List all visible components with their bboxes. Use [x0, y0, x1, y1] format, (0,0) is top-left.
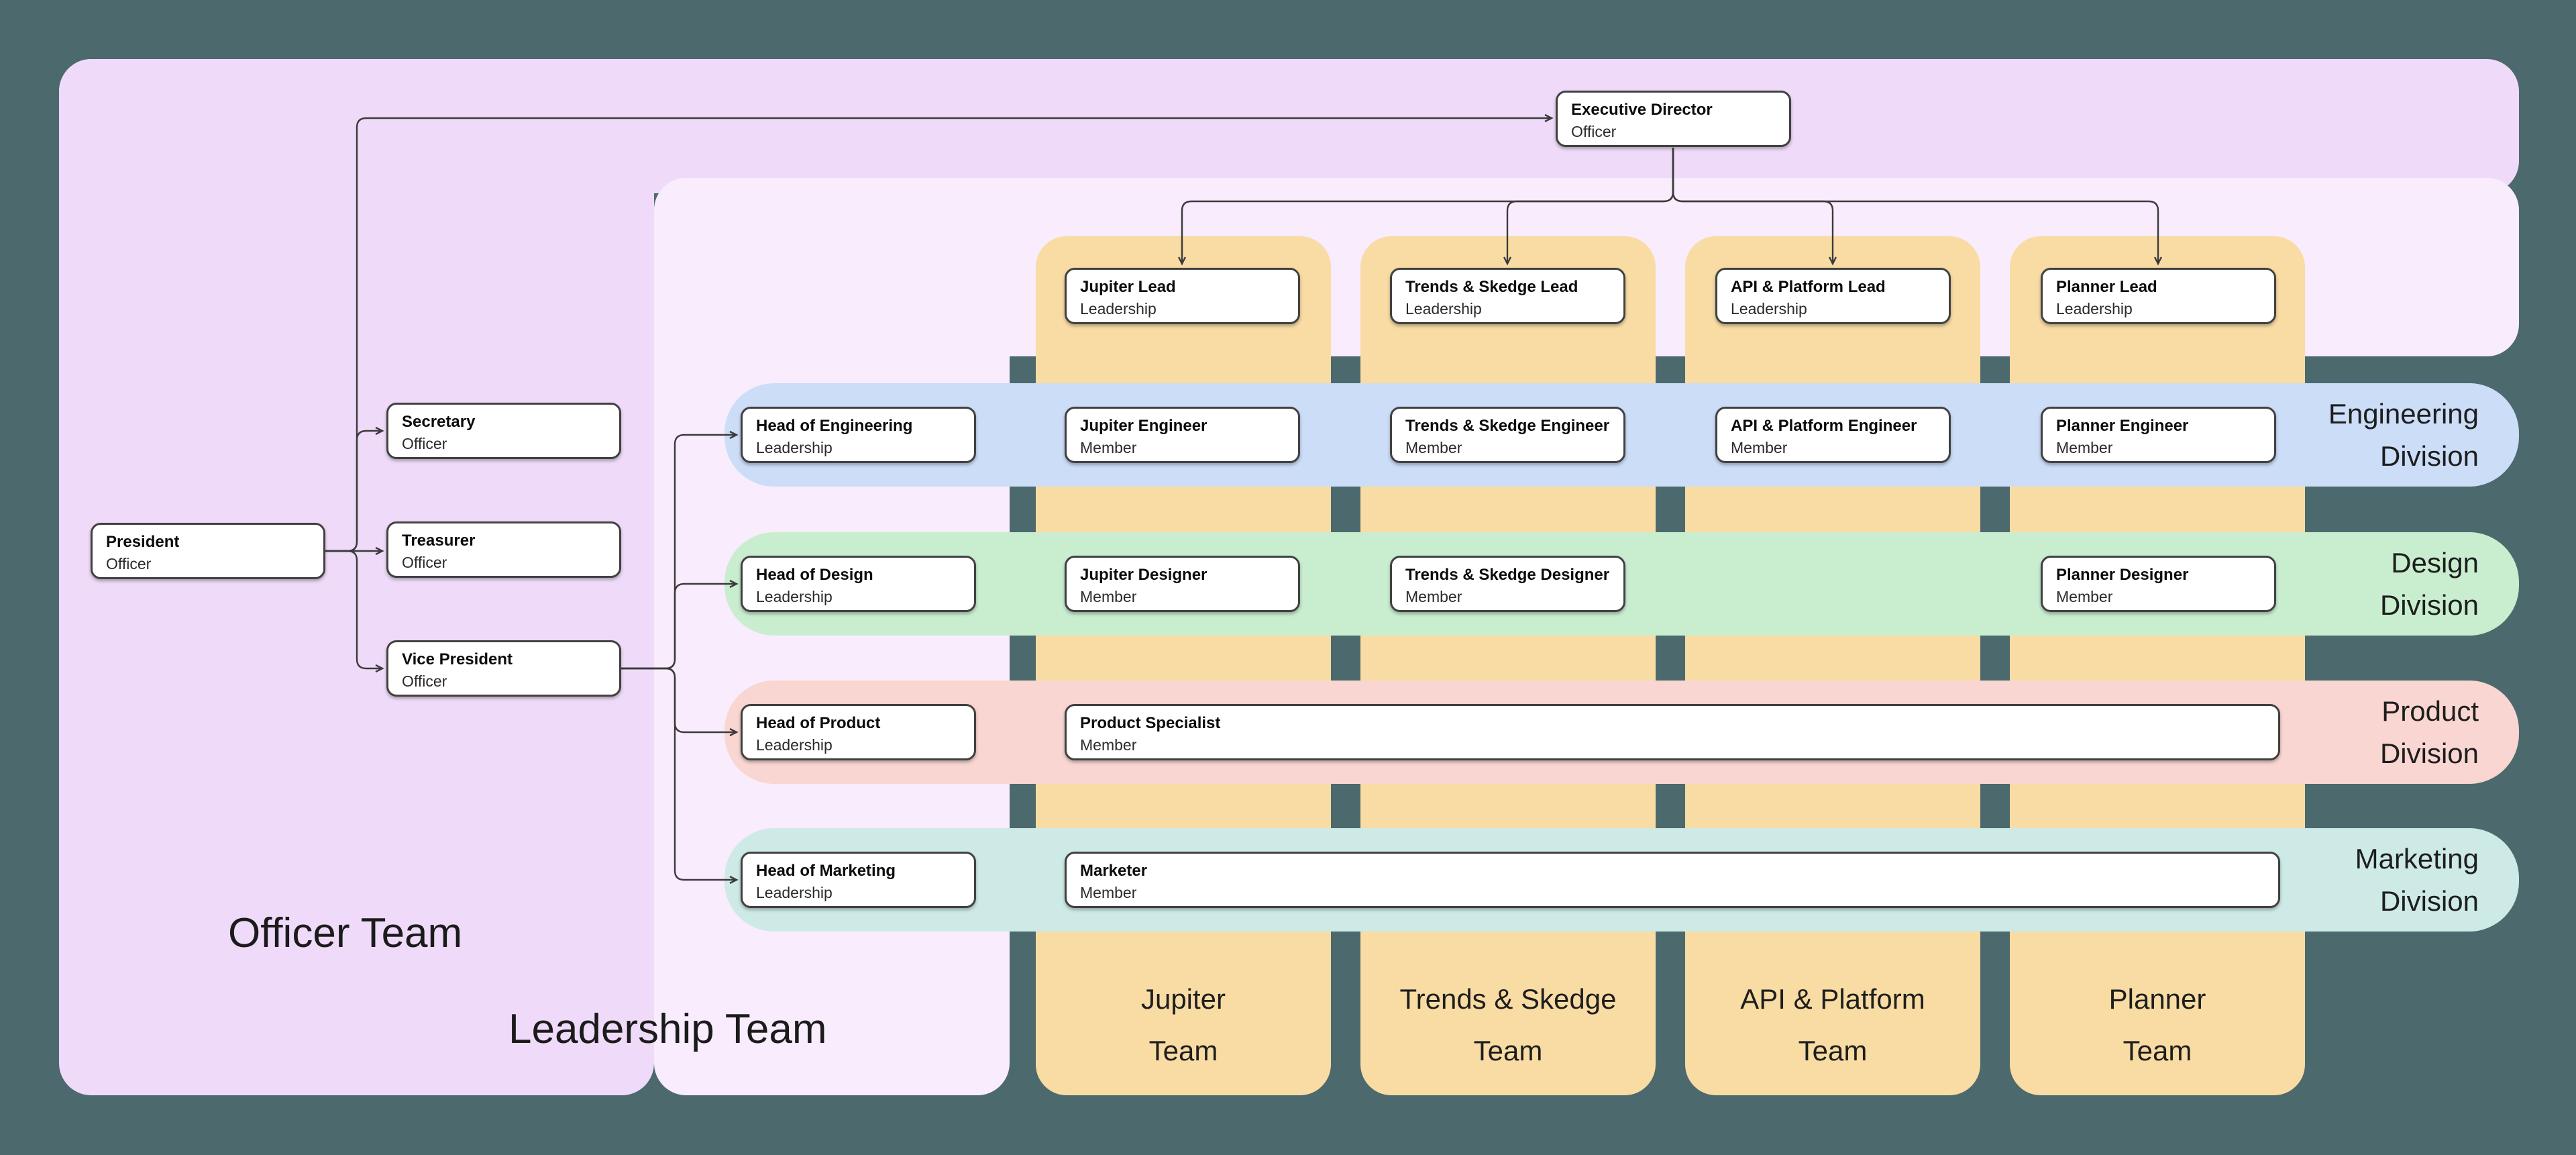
team-label-planner: Planner Team: [2010, 973, 2305, 1076]
node-subtitle: Leadership: [1405, 300, 1482, 317]
node-subtitle: Leadership: [1080, 300, 1157, 317]
team-label-line2: Team: [1148, 1035, 1218, 1066]
org-node-head-of-product: Head of Product Leadership: [741, 704, 976, 760]
node-title: Trends & Skedge Designer: [1405, 566, 1610, 584]
division-label-engineering: Engineering Division: [2103, 393, 2479, 477]
org-node-jupiter-designer: Jupiter Designer Member: [1065, 556, 1300, 612]
division-label-line2: Division: [2379, 589, 2479, 621]
team-column-api-platform: [1685, 236, 1980, 1095]
node-subtitle: Officer: [402, 672, 447, 690]
division-label-line1: Design: [2391, 547, 2479, 579]
node-title: Head of Engineering: [756, 417, 913, 435]
team-column-trends-skedge: [1360, 236, 1656, 1095]
org-node-trends-skedge-engineer: Trends & Skedge Engineer Member: [1390, 407, 1625, 463]
node-title: Secretary: [402, 413, 476, 431]
org-node-planner-designer: Planner Designer Member: [2041, 556, 2276, 612]
team-column-planner: [2010, 236, 2305, 1095]
node-subtitle: Leadership: [756, 588, 833, 605]
division-label-line2: Division: [2379, 885, 2479, 917]
team-label-line2: Team: [1798, 1035, 1868, 1066]
node-subtitle: Member: [1405, 588, 1462, 605]
node-title: Jupiter Designer: [1080, 566, 1208, 584]
org-node-jupiter-engineer: Jupiter Engineer Member: [1065, 407, 1300, 463]
org-node-trends-skedge-designer: Trends & Skedge Designer Member: [1390, 556, 1625, 612]
node-title: Head of Marketing: [756, 862, 896, 880]
org-node-head-of-design: Head of Design Leadership: [741, 556, 976, 612]
org-node-secretary: Secretary Officer: [386, 403, 621, 459]
node-title: API & Platform Lead: [1731, 278, 1886, 296]
node-title: Planner Lead: [2056, 278, 2157, 296]
team-label-jupiter: Jupiter Team: [1036, 973, 1331, 1076]
org-node-head-of-engineering: Head of Engineering Leadership: [741, 407, 976, 463]
team-label-line2: Team: [1473, 1035, 1543, 1066]
org-node-api-platform-engineer: API & Platform Engineer Member: [1715, 407, 1951, 463]
node-subtitle: Officer: [1571, 123, 1617, 140]
team-label-line1: Jupiter: [1140, 983, 1226, 1015]
team-column-jupiter: [1036, 236, 1331, 1095]
node-title: Jupiter Engineer: [1080, 417, 1208, 435]
node-title: President: [106, 533, 180, 551]
node-subtitle: Member: [1080, 884, 1137, 901]
team-label-trends-skedge: Trends & Skedge Team: [1360, 973, 1656, 1076]
node-subtitle: Leadership: [1731, 300, 1807, 317]
node-subtitle: Leadership: [756, 439, 833, 456]
org-node-planner-engineer: Planner Engineer Member: [2041, 407, 2276, 463]
org-node-planner-lead: Planner Lead Leadership: [2041, 268, 2276, 324]
division-label-line2: Division: [2379, 440, 2479, 472]
node-title: Marketer: [1080, 862, 1148, 880]
division-label-line1: Product: [2381, 695, 2479, 727]
division-label-line1: Engineering: [2328, 398, 2479, 430]
node-title: Planner Designer: [2056, 566, 2189, 584]
division-label-marketing: Marketing Division: [2103, 838, 2479, 922]
org-node-marketer: Marketer Member: [1065, 852, 2280, 908]
node-title: Jupiter Lead: [1080, 278, 1176, 296]
node-subtitle: Member: [2056, 439, 2113, 456]
division-label-line2: Division: [2379, 738, 2479, 769]
node-subtitle: Officer: [106, 555, 152, 572]
officer-team-label: Officer Team: [228, 910, 463, 956]
node-title: Product Specialist: [1080, 714, 1221, 732]
node-title: Planner Engineer: [2056, 417, 2189, 435]
node-subtitle: Leadership: [2056, 300, 2133, 317]
team-label-line1: Trends & Skedge: [1399, 983, 1617, 1015]
node-title: Trends & Skedge Engineer: [1405, 417, 1610, 435]
org-node-executive-director: Executive Director Officer: [1556, 91, 1791, 147]
division-label-line1: Marketing: [2355, 843, 2479, 874]
node-subtitle: Member: [1080, 736, 1137, 754]
node-subtitle: Member: [1080, 439, 1137, 456]
node-subtitle: Member: [1731, 439, 1788, 456]
leadership-team-section-strip: [654, 178, 1010, 1095]
leadership-team-label: Leadership Team: [508, 1006, 827, 1052]
node-title: Head of Product: [756, 714, 881, 732]
org-node-treasurer: Treasurer Officer: [386, 521, 621, 578]
org-node-vice-president: Vice President Officer: [386, 640, 621, 697]
node-subtitle: Leadership: [756, 736, 833, 754]
team-label-line2: Team: [2123, 1035, 2192, 1066]
team-label-line1: API & Platform: [1740, 983, 1925, 1015]
org-node-jupiter-lead: Jupiter Lead Leadership: [1065, 268, 1300, 324]
org-node-product-specialist: Product Specialist Member: [1065, 704, 2280, 760]
node-title: Vice President: [402, 650, 513, 668]
node-title: Trends & Skedge Lead: [1405, 278, 1578, 296]
node-title: Treasurer: [402, 532, 476, 550]
node-title: Executive Director: [1571, 101, 1713, 119]
node-subtitle: Member: [2056, 588, 2113, 605]
division-label-design: Design Division: [2103, 542, 2479, 626]
node-title: Head of Design: [756, 566, 873, 584]
team-label-api-platform: API & Platform Team: [1685, 973, 1980, 1076]
org-node-president: President Officer: [91, 523, 325, 579]
node-subtitle: Leadership: [756, 884, 833, 901]
org-node-api-platform-lead: API & Platform Lead Leadership: [1715, 268, 1951, 324]
node-subtitle: Member: [1405, 439, 1462, 456]
node-title: API & Platform Engineer: [1731, 417, 1917, 435]
node-subtitle: Member: [1080, 588, 1137, 605]
node-subtitle: Officer: [402, 435, 447, 452]
org-node-head-of-marketing: Head of Marketing Leadership: [741, 852, 976, 908]
org-node-trends-skedge-lead: Trends & Skedge Lead Leadership: [1390, 268, 1625, 324]
node-subtitle: Officer: [402, 554, 447, 571]
division-label-product: Product Division: [2103, 690, 2479, 774]
team-label-line1: Planner: [2108, 983, 2206, 1015]
